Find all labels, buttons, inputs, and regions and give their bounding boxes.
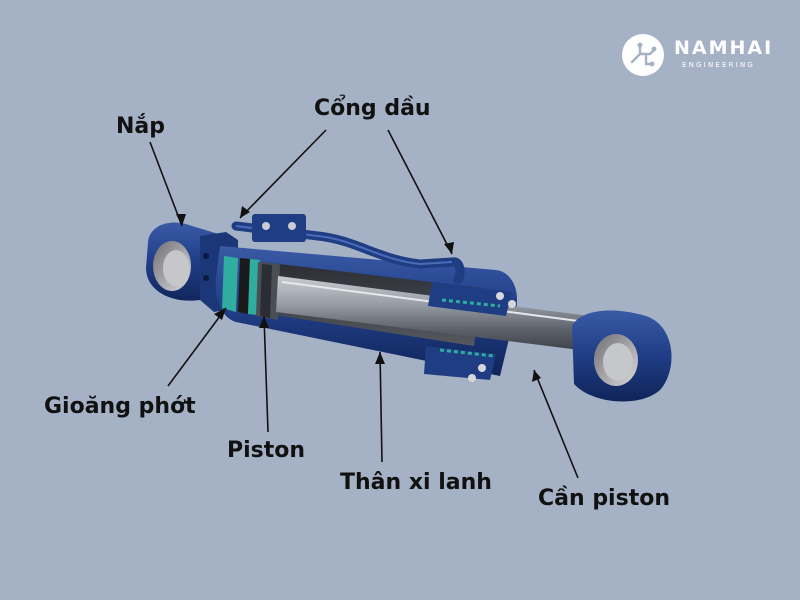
brand-emblem-icon <box>622 34 664 76</box>
pointer-arrowheads <box>176 206 541 382</box>
piston-head <box>256 262 280 320</box>
piston-pointer <box>263 315 269 433</box>
oil-port-pointer-left <box>239 129 327 219</box>
cylinder-body-pointer <box>379 351 383 463</box>
piston-rod-pointer <box>533 369 579 479</box>
label-piston: Piston <box>227 438 306 463</box>
label-cap: Nắp <box>116 114 166 139</box>
front-rod-eye <box>572 310 672 402</box>
pointer-arrows <box>149 129 579 479</box>
front-gland <box>424 282 516 382</box>
label-oil-port: Cổng dầu <box>314 96 431 121</box>
brand-logo: NAMHAI ENGINEERING <box>620 30 780 80</box>
label-cylinder-body: Thân xi lanh <box>340 470 492 495</box>
label-piston-rod: Cần piston <box>538 486 670 511</box>
piston-seals <box>222 256 260 315</box>
brand-name: NAMHAI <box>674 37 774 59</box>
label-seal: Gioăng phớt <box>44 394 196 419</box>
oil-port-pointer-right <box>387 129 453 255</box>
brand-tagline: ENGINEERING <box>682 61 756 69</box>
cap-pointer <box>149 141 183 227</box>
oil-port-tube <box>231 214 465 285</box>
seal-pointer <box>167 307 227 387</box>
